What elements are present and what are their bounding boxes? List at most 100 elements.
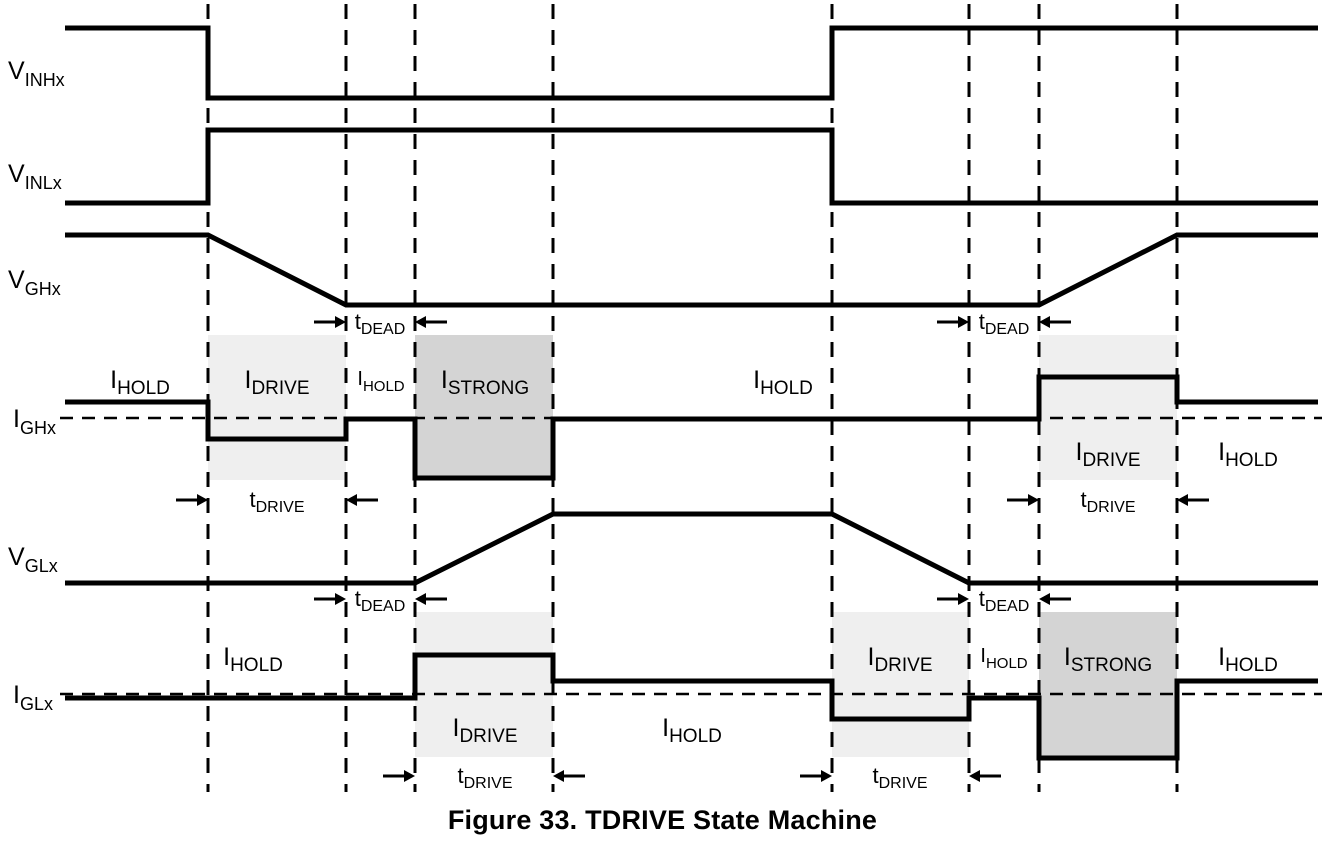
timing-label-subscript: DRIVE <box>464 775 513 792</box>
state-label-iglx-2: IHOLD <box>662 714 722 747</box>
state-band-iglx-idrive-right <box>832 612 969 757</box>
waveform-vghx <box>65 232 1318 308</box>
state-label-subscript: HOLD <box>760 378 813 399</box>
timing-annotation-tDEAD-glx-fall: tDEAD <box>937 586 1071 615</box>
waveform-layer <box>65 25 1318 761</box>
figure-caption: Figure 33. TDRIVE State Machine <box>447 805 878 835</box>
signal-label-subscript: GLx <box>20 694 53 714</box>
signal-label-base: V <box>8 160 25 188</box>
signal-label-vglx: VGLx <box>8 543 58 576</box>
timing-label-subscript: DRIVE <box>1087 499 1136 516</box>
state-label-ighx-1: IDRIVE <box>244 366 309 399</box>
state-band-ighx-idrive-left <box>208 335 346 480</box>
timing-label: tDRIVE <box>457 763 512 792</box>
timing-label-base: t <box>979 586 985 611</box>
signal-label-base: V <box>8 543 25 571</box>
state-label-ighx-0: IHOLD <box>110 366 170 399</box>
signal-label-vinhx: VINHx <box>8 57 65 90</box>
timing-arrowhead-right <box>553 770 564 782</box>
timing-label-base: t <box>1080 487 1086 512</box>
waveform-vinlx <box>65 127 1318 206</box>
timing-arrowhead-right <box>415 316 426 328</box>
timing-label: tDEAD <box>355 309 406 338</box>
timing-label-base: t <box>355 309 361 334</box>
state-band-layer <box>208 335 1177 757</box>
state-label-base: I <box>244 366 251 394</box>
state-label-subscript: HOLD <box>986 655 1028 672</box>
state-label-subscript: HOLD <box>1225 655 1278 676</box>
timing-arrowhead-right <box>346 494 357 506</box>
state-label-subscript: DRIVE <box>251 378 309 399</box>
signal-label-ighx: IGHx <box>13 405 56 438</box>
state-label-subscript: HOLD <box>117 378 170 399</box>
signal-label-subscript: INHx <box>25 70 65 90</box>
state-label-subscript: HOLD <box>1225 450 1278 471</box>
state-label-iglx-4: IHOLD <box>980 645 1027 672</box>
timing-arrowhead-right <box>1039 316 1050 328</box>
state-label-base: I <box>662 714 669 742</box>
state-label-iglx-0: IHOLD <box>223 643 283 676</box>
state-label-subscript: DRIVE <box>874 655 932 676</box>
timing-arrowhead-left <box>958 593 969 605</box>
state-label-base: I <box>1218 438 1225 466</box>
state-band-iglx-istrong <box>1039 612 1177 757</box>
state-label-ighx-4: IHOLD <box>753 366 813 399</box>
state-label-base: I <box>441 366 448 394</box>
timing-label: tDEAD <box>979 586 1030 615</box>
reference-line-layer <box>60 416 1322 696</box>
timing-arrowhead-left <box>1028 494 1039 506</box>
time-marker-layer <box>206 4 1179 792</box>
state-label-base: I <box>1218 643 1225 671</box>
timing-annotation-tDRIVE-glx-right: tDRIVE <box>800 763 1001 792</box>
timing-annotation-tDRIVE-ghx-left: tDRIVE <box>176 487 378 516</box>
signal-label-base: V <box>8 57 25 85</box>
timing-label: tDEAD <box>979 309 1030 338</box>
state-label-base: I <box>980 645 986 667</box>
state-label-base: I <box>867 643 874 671</box>
state-label-iglx-5: ISTRONG <box>1064 643 1152 676</box>
signal-label-base: I <box>13 405 20 433</box>
state-label-iglx-3: IDRIVE <box>867 643 932 676</box>
timing-label-subscript: DRIVE <box>879 775 928 792</box>
timing-annotation-tDEAD-ghx-fall: tDEAD <box>314 309 447 338</box>
state-label-subscript: DRIVE <box>459 726 517 747</box>
signal-label-subscript: GLx <box>25 556 58 576</box>
signal-label-subscript: INLx <box>25 173 62 193</box>
timing-label-base: t <box>355 586 361 611</box>
timing-arrowhead-left <box>404 770 415 782</box>
timing-arrowhead-left <box>335 316 346 328</box>
timing-arrowhead-left <box>335 593 346 605</box>
timing-label: tDEAD <box>355 586 406 615</box>
state-label-subscript: HOLD <box>230 655 283 676</box>
timing-arrowhead-right <box>969 770 980 782</box>
timing-label-subscript: DEAD <box>361 321 405 338</box>
state-label-subscript: STRONG <box>448 378 529 399</box>
signal-label-vinlx: VINLx <box>8 160 62 193</box>
timing-arrowhead-right <box>1177 494 1188 506</box>
state-label-base: I <box>110 366 117 394</box>
signal-label-subscript: GHx <box>20 418 56 438</box>
timing-annotation-tDEAD-ghx-rise: tDEAD <box>937 309 1071 338</box>
timing-arrowhead-left <box>821 770 832 782</box>
state-label-base: I <box>1064 643 1071 671</box>
state-label-subscript: DRIVE <box>1082 450 1140 471</box>
state-label-ighx-3: ISTRONG <box>441 366 529 399</box>
timing-arrowhead-left <box>197 494 208 506</box>
timing-label-subscript: DRIVE <box>256 499 305 516</box>
timing-label-subscript: DEAD <box>361 598 405 615</box>
state-label-subscript: HOLD <box>669 726 722 747</box>
state-label-base: I <box>753 366 760 394</box>
timing-annotation-tDEAD-glx-rise: tDEAD <box>314 586 447 615</box>
timing-arrowhead-right <box>415 593 426 605</box>
signal-label-subscript: GHx <box>25 279 61 299</box>
timing-annotation-tDRIVE-glx-left: tDRIVE <box>383 763 585 792</box>
waveform-ighx <box>65 374 1318 481</box>
waveform-iglx <box>65 652 1318 761</box>
state-label-iglx-6: IHOLD <box>1218 643 1278 676</box>
state-label-ighx-2: IHOLD <box>357 368 404 395</box>
state-label-base: I <box>452 714 459 742</box>
